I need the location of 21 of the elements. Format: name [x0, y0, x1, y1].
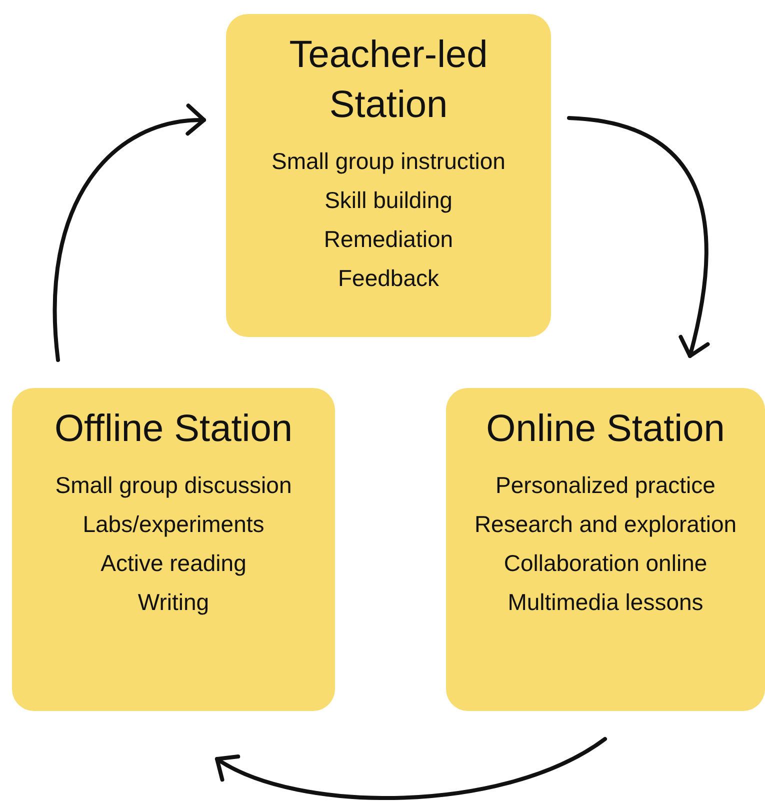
station-title: Offline Station — [54, 407, 294, 452]
station-title: Teacher-led Station — [288, 33, 489, 128]
activity-text: Remediation — [324, 225, 454, 254]
activity-text: Research and exploration — [474, 510, 737, 539]
activity-text: Collaboration online — [504, 549, 708, 578]
activity-text: Small group discussion — [55, 471, 292, 500]
activity-text: Skill building — [324, 186, 452, 215]
curved-arrow — [52, 104, 206, 362]
activity-text: Labs/experiments — [82, 510, 264, 539]
curved-arrow — [215, 737, 607, 800]
station-box — [446, 388, 765, 711]
station-title: Online Station — [486, 407, 726, 452]
activity-text: Feedback — [338, 264, 439, 293]
activity-text: Small group instruction — [272, 147, 506, 176]
activity-text: Writing — [138, 588, 210, 617]
curved-arrow — [567, 116, 710, 358]
station-box — [226, 14, 551, 337]
activity-text: Personalized practice — [496, 471, 716, 500]
activity-text: Multimedia lessons — [508, 588, 704, 617]
station-box — [12, 388, 335, 711]
activity-text: Active reading — [100, 549, 246, 578]
